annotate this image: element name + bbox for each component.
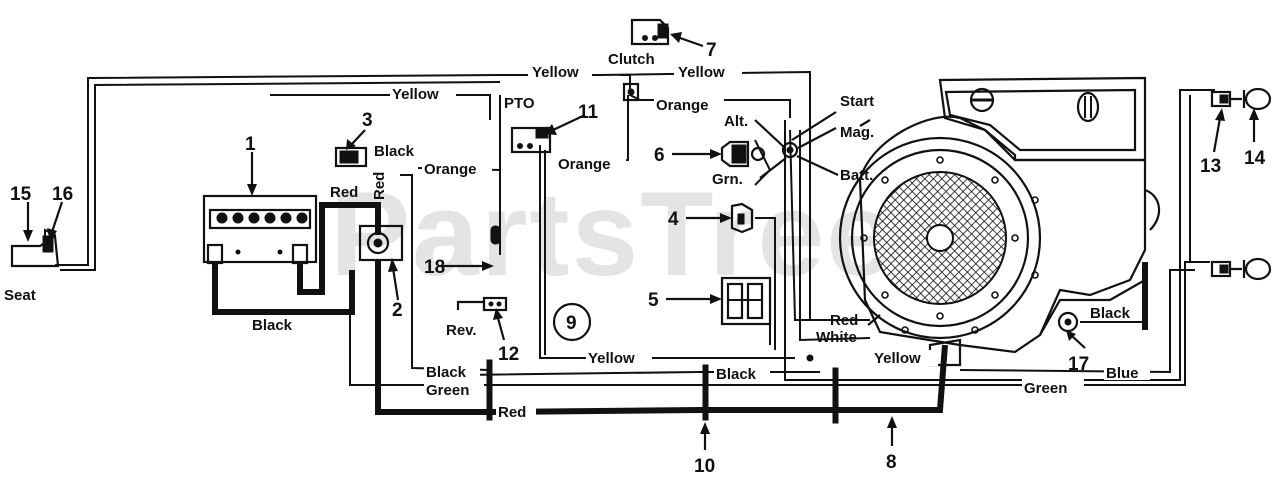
label-mag: Mag.: [840, 124, 874, 141]
component-labels: Seat Clutch PTO Rev. Start Alt. Mag. Grn…: [4, 51, 874, 339]
part-number-2: 2: [392, 300, 403, 321]
part-number-7: 7: [706, 40, 717, 61]
part-number-5: 5: [648, 290, 659, 311]
part-number-6: 6: [654, 145, 665, 166]
part-number-12: 12: [498, 344, 519, 365]
part-number-4: 4: [668, 209, 679, 230]
wire-label-black-bottom-left: Black: [426, 364, 467, 381]
engine-vent-icon: [1076, 91, 1100, 123]
wire-label-green-right: Green: [1024, 380, 1067, 397]
wire-label-orange-pto: Orange: [558, 156, 611, 173]
ref-9-circle: 9: [552, 302, 592, 342]
wire-label-orange-left: Orange: [424, 161, 477, 178]
wire-color-labels: Yellow Yellow Yellow Black Red Red Orang…: [252, 63, 1150, 421]
label-alt: Alt.: [724, 113, 748, 130]
label-rev: Rev.: [446, 322, 477, 339]
wire-label-green-left: Green: [426, 382, 469, 399]
label-start: Start: [840, 93, 874, 110]
battery: [202, 194, 318, 265]
part-number-8: 8: [886, 452, 897, 473]
part-number-10: 10: [694, 456, 715, 477]
ignition-terminal: [781, 141, 799, 159]
label-seat: Seat: [4, 287, 36, 304]
wire-label-black-bottom-mid: Black: [716, 366, 757, 383]
part-number-1: 1: [245, 134, 256, 155]
label-batt: Batt.: [840, 167, 873, 184]
wire-label-blue: Blue: [1106, 365, 1139, 382]
wire-label-red-battery: Red: [330, 184, 358, 201]
wire-label-black-17: Black: [1090, 305, 1131, 322]
label-grn: Grn.: [712, 171, 743, 188]
part-number-17: 17: [1068, 354, 1089, 375]
part-number-15: 15: [10, 184, 32, 205]
part-numbers: 15 16 1 2 3 4 5 6 7 8 10 11 12 13 14 17 …: [10, 40, 1266, 477]
wire-label-black-battery: Black: [252, 317, 293, 334]
wire-label-orange-clutch: Orange: [656, 97, 709, 114]
part-number-14: 14: [1244, 148, 1266, 169]
ground-ring: [1057, 311, 1079, 333]
reverse-switch: [456, 296, 508, 312]
label-pto: PTO: [504, 95, 535, 112]
part-number-16: 16: [52, 184, 73, 205]
wire-label-red-vertical: Red: [371, 172, 388, 200]
clutch-connector: [630, 18, 670, 46]
ignition-switch: [720, 140, 766, 168]
ref-9-text: 9: [566, 313, 577, 334]
part-number-3: 3: [362, 110, 373, 131]
solenoid: [358, 224, 404, 262]
fuse: [490, 225, 501, 245]
wire-label-red-bottom: Red: [498, 404, 526, 421]
seat-switch: [10, 234, 60, 268]
leader-arrows: [23, 32, 1259, 450]
wire-harness: [44, 70, 1215, 424]
engine-oil-cap-icon: [969, 87, 995, 113]
part-number-18: 18: [424, 257, 445, 278]
part-number-13: 13: [1200, 156, 1221, 177]
part-number-11: 11: [578, 102, 599, 123]
wire-label-red-engine: Red: [830, 312, 858, 329]
wire-label-yellow-bottom-right: Yellow: [874, 350, 921, 367]
label-clutch: Clutch: [608, 51, 655, 68]
headlight-upper: [1210, 87, 1272, 111]
wire-label-yellow-bottom-mid: Yellow: [588, 350, 635, 367]
wire-label-yellow-top-left: Yellow: [532, 64, 579, 81]
wire-label-yellow-top-right: Yellow: [678, 64, 725, 81]
interlock-switch: [720, 276, 772, 326]
headlight-lower: [1210, 257, 1272, 281]
wire-label-yellow-pto: Yellow: [392, 86, 439, 103]
connector-3: [334, 146, 368, 168]
connector-4: [730, 202, 754, 234]
wire-label-black-3: Black: [374, 143, 415, 160]
wire-label-white-engine: White: [816, 329, 857, 346]
engine: [838, 76, 1161, 367]
pto-switch: [510, 126, 552, 154]
clutch-plug: [622, 82, 640, 102]
